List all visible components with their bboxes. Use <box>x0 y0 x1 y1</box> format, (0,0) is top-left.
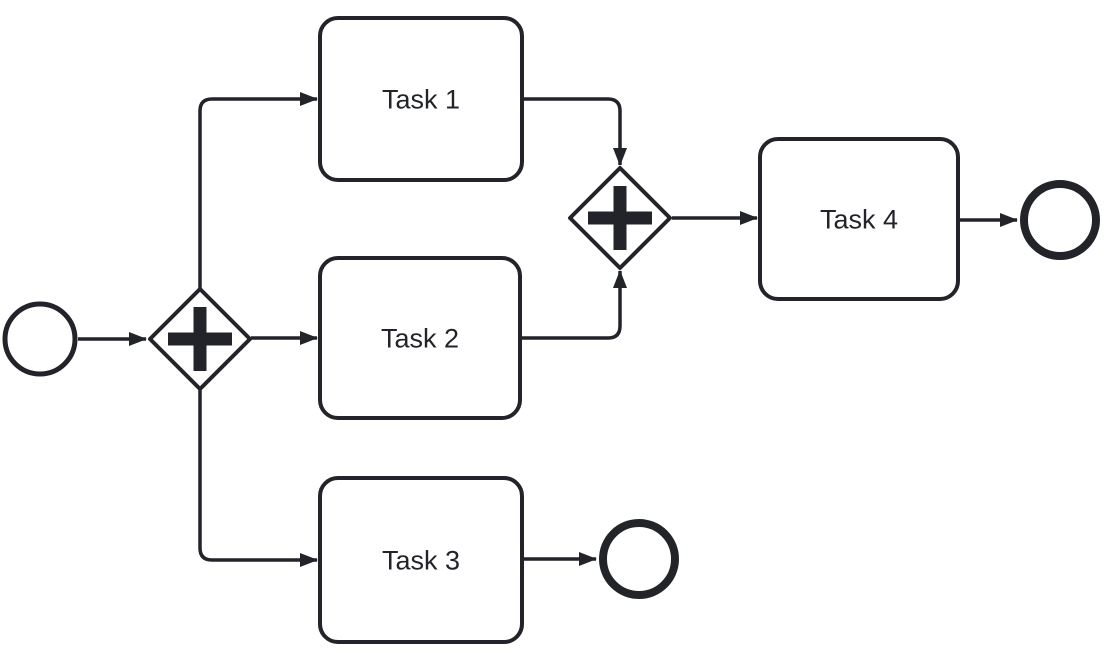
end-event-2[interactable] <box>599 519 679 599</box>
flow-task-1-to-join-gateway[interactable] <box>523 97 627 166</box>
parallel-gateway-split[interactable] <box>148 287 252 391</box>
plus-icon <box>588 186 652 250</box>
task-2-node[interactable]: Task 2 <box>318 256 522 420</box>
parallel-gateway-join[interactable] <box>568 166 672 270</box>
plus-icon <box>168 307 232 371</box>
task-rect <box>758 137 960 301</box>
flow-task-2-to-join-gateway[interactable] <box>521 270 627 340</box>
task-3-node[interactable]: Task 3 <box>318 476 524 644</box>
sequence-flows <box>78 92 1018 567</box>
task-label: Task 2 <box>381 323 459 353</box>
end-event-circle <box>599 519 679 599</box>
start-event-circle <box>2 301 78 377</box>
task-label: Task 4 <box>820 204 898 234</box>
start-event[interactable] <box>2 301 78 377</box>
flow-split-gateway-to-task-1[interactable] <box>198 92 318 289</box>
task-label: Task 1 <box>382 84 460 114</box>
task-label: Task 3 <box>382 545 460 575</box>
end-event-circle <box>1020 180 1100 260</box>
flow-split-gateway-to-task-3[interactable] <box>198 389 318 567</box>
task-1-node[interactable]: Task 1 <box>318 16 524 182</box>
end-event-1[interactable] <box>1020 180 1100 260</box>
task-rect <box>318 16 524 182</box>
task-4-node[interactable]: Task 4 <box>758 137 960 301</box>
task-rect <box>318 256 522 420</box>
task-rect <box>318 476 524 644</box>
